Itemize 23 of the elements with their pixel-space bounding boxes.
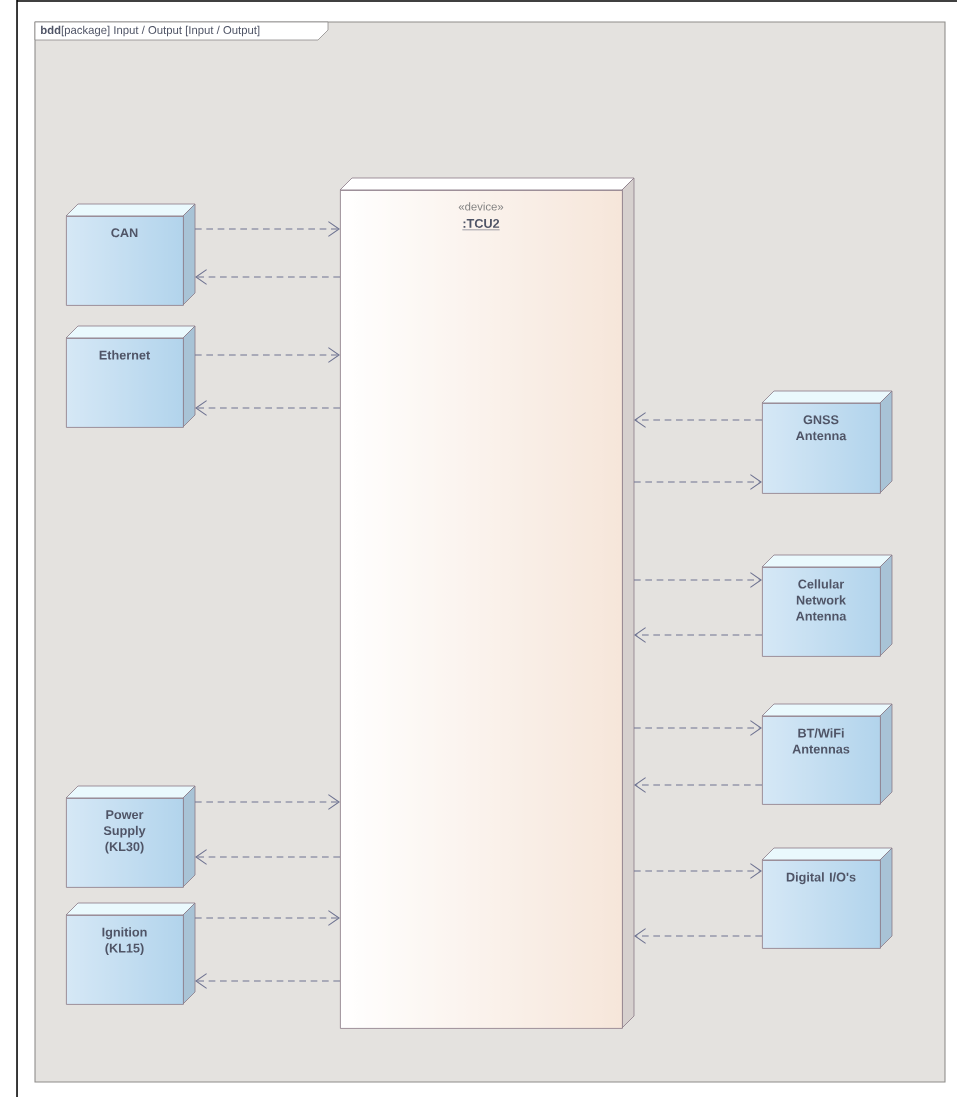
dashed-arrow: [633, 863, 762, 879]
dashed-arrow: [195, 973, 341, 989]
dashed-arrow: [194, 221, 340, 237]
dashed-arrow: [195, 269, 341, 285]
dashed-arrow: [634, 928, 763, 944]
device-node: BT/WiFi Antennas: [761, 703, 893, 805]
dashed-arrow: [633, 720, 762, 736]
dashed-arrow: [195, 400, 341, 416]
device-node: GNSS Antenna: [761, 390, 893, 494]
device-node: Power Supply (KL30): [65, 785, 196, 888]
dashed-arrow: [194, 347, 340, 363]
device-node: Ignition (KL15): [65, 902, 196, 1005]
device-node: Digital I/O's: [761, 847, 893, 949]
dashed-arrow: [633, 572, 762, 588]
dashed-arrow: [634, 777, 763, 793]
device-node: CAN: [65, 203, 196, 306]
dashed-arrow: [634, 412, 763, 428]
device-block: «device» :TCU2: [339, 177, 635, 1029]
dashed-arrow: [634, 627, 763, 643]
dashed-arrow: [195, 849, 341, 865]
dashed-arrow: [633, 474, 762, 490]
device-node: Cellular Network Antenna: [761, 554, 893, 657]
device-node: Ethernet: [65, 325, 196, 428]
